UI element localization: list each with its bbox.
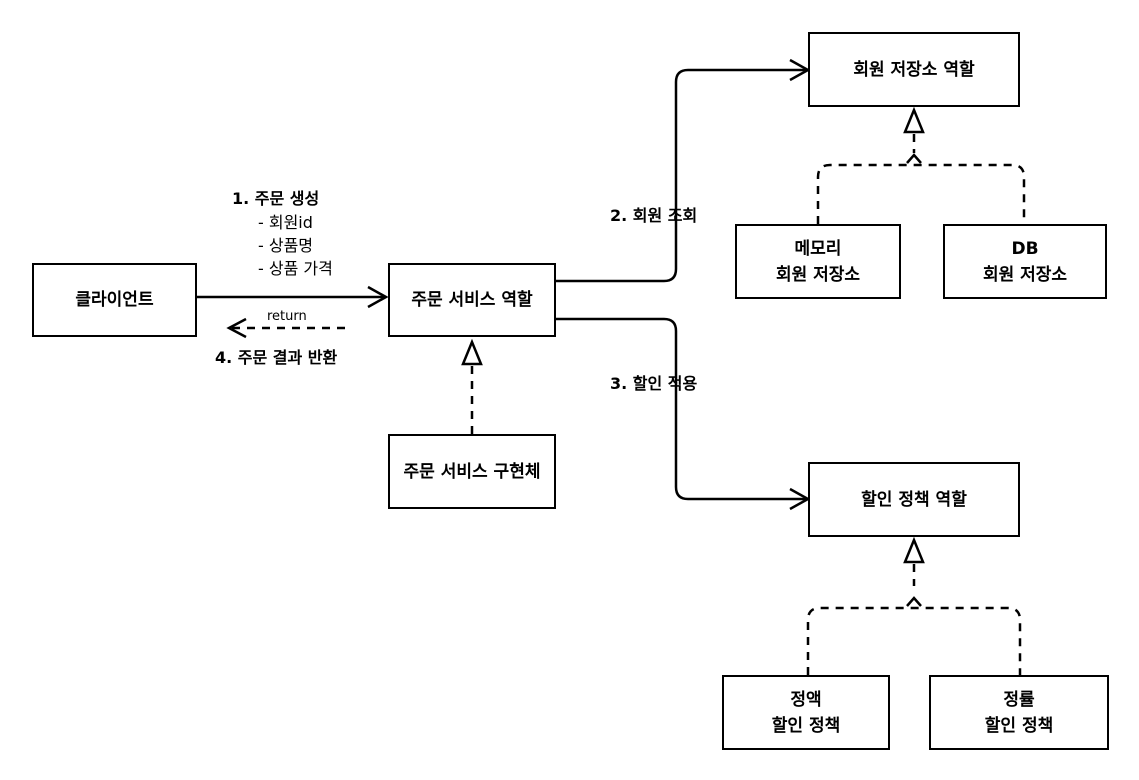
realization-triangle-discount <box>903 536 925 564</box>
realization-discount <box>806 564 1022 675</box>
arrowhead-create-order <box>367 285 389 309</box>
rate-discount-line2: 할인 정책 <box>984 715 1054 736</box>
member-repo-role-box: 회원 저장소 역할 <box>808 32 1020 107</box>
rate-discount-line1: 정률 <box>1003 689 1035 710</box>
apply-discount-label: 3. 할인 적용 <box>610 374 698 393</box>
fixed-discount-box: 정액 할인 정책 <box>722 675 890 750</box>
client-box: 클라이언트 <box>32 263 197 337</box>
create-order-param-1: - 회원id <box>258 213 313 232</box>
fixed-discount-line1: 정액 <box>790 689 822 710</box>
arrow-apply-discount <box>556 317 806 501</box>
client-label: 클라이언트 <box>75 290 154 310</box>
create-order-param-2: - 상품명 <box>258 236 314 255</box>
realization-merge-member-repo <box>906 153 922 164</box>
realization-triangle-member-repo <box>903 106 925 134</box>
db-repo-line1: DB <box>1011 238 1039 259</box>
fixed-discount-line2: 할인 정책 <box>771 715 841 736</box>
arrow-member-lookup <box>556 68 806 283</box>
order-service-impl-label: 주문 서비스 구현체 <box>403 461 541 482</box>
rate-discount-box: 정률 할인 정책 <box>929 675 1109 750</box>
return-label: return <box>267 309 307 324</box>
realization-triangle-order-service <box>461 338 483 366</box>
arrowhead-return <box>226 317 247 339</box>
create-order-label: 1. 주문 생성 <box>232 189 320 208</box>
db-repo-box: DB 회원 저장소 <box>943 224 1107 299</box>
db-repo-line2: 회원 저장소 <box>982 264 1068 285</box>
order-service-role-label: 주문 서비스 역할 <box>411 290 533 310</box>
memory-repo-box: 메모리 회원 저장소 <box>735 224 901 299</box>
create-order-param-3: - 상품 가격 <box>258 259 333 278</box>
return-result-label: 4. 주문 결과 반환 <box>215 348 338 367</box>
member-repo-role-label: 회원 저장소 역할 <box>853 59 975 80</box>
discount-policy-role-label: 할인 정책 역할 <box>861 489 967 510</box>
realization-merge-discount <box>906 596 922 607</box>
order-service-role-box: 주문 서비스 역할 <box>388 263 556 337</box>
order-service-impl-box: 주문 서비스 구현체 <box>388 434 556 509</box>
member-lookup-label: 2. 회원 조회 <box>610 206 698 225</box>
discount-policy-role-box: 할인 정책 역할 <box>808 462 1020 537</box>
memory-repo-line1: 메모리 <box>794 238 842 259</box>
realization-member-repo <box>816 134 1026 224</box>
memory-repo-line2: 회원 저장소 <box>775 264 861 285</box>
